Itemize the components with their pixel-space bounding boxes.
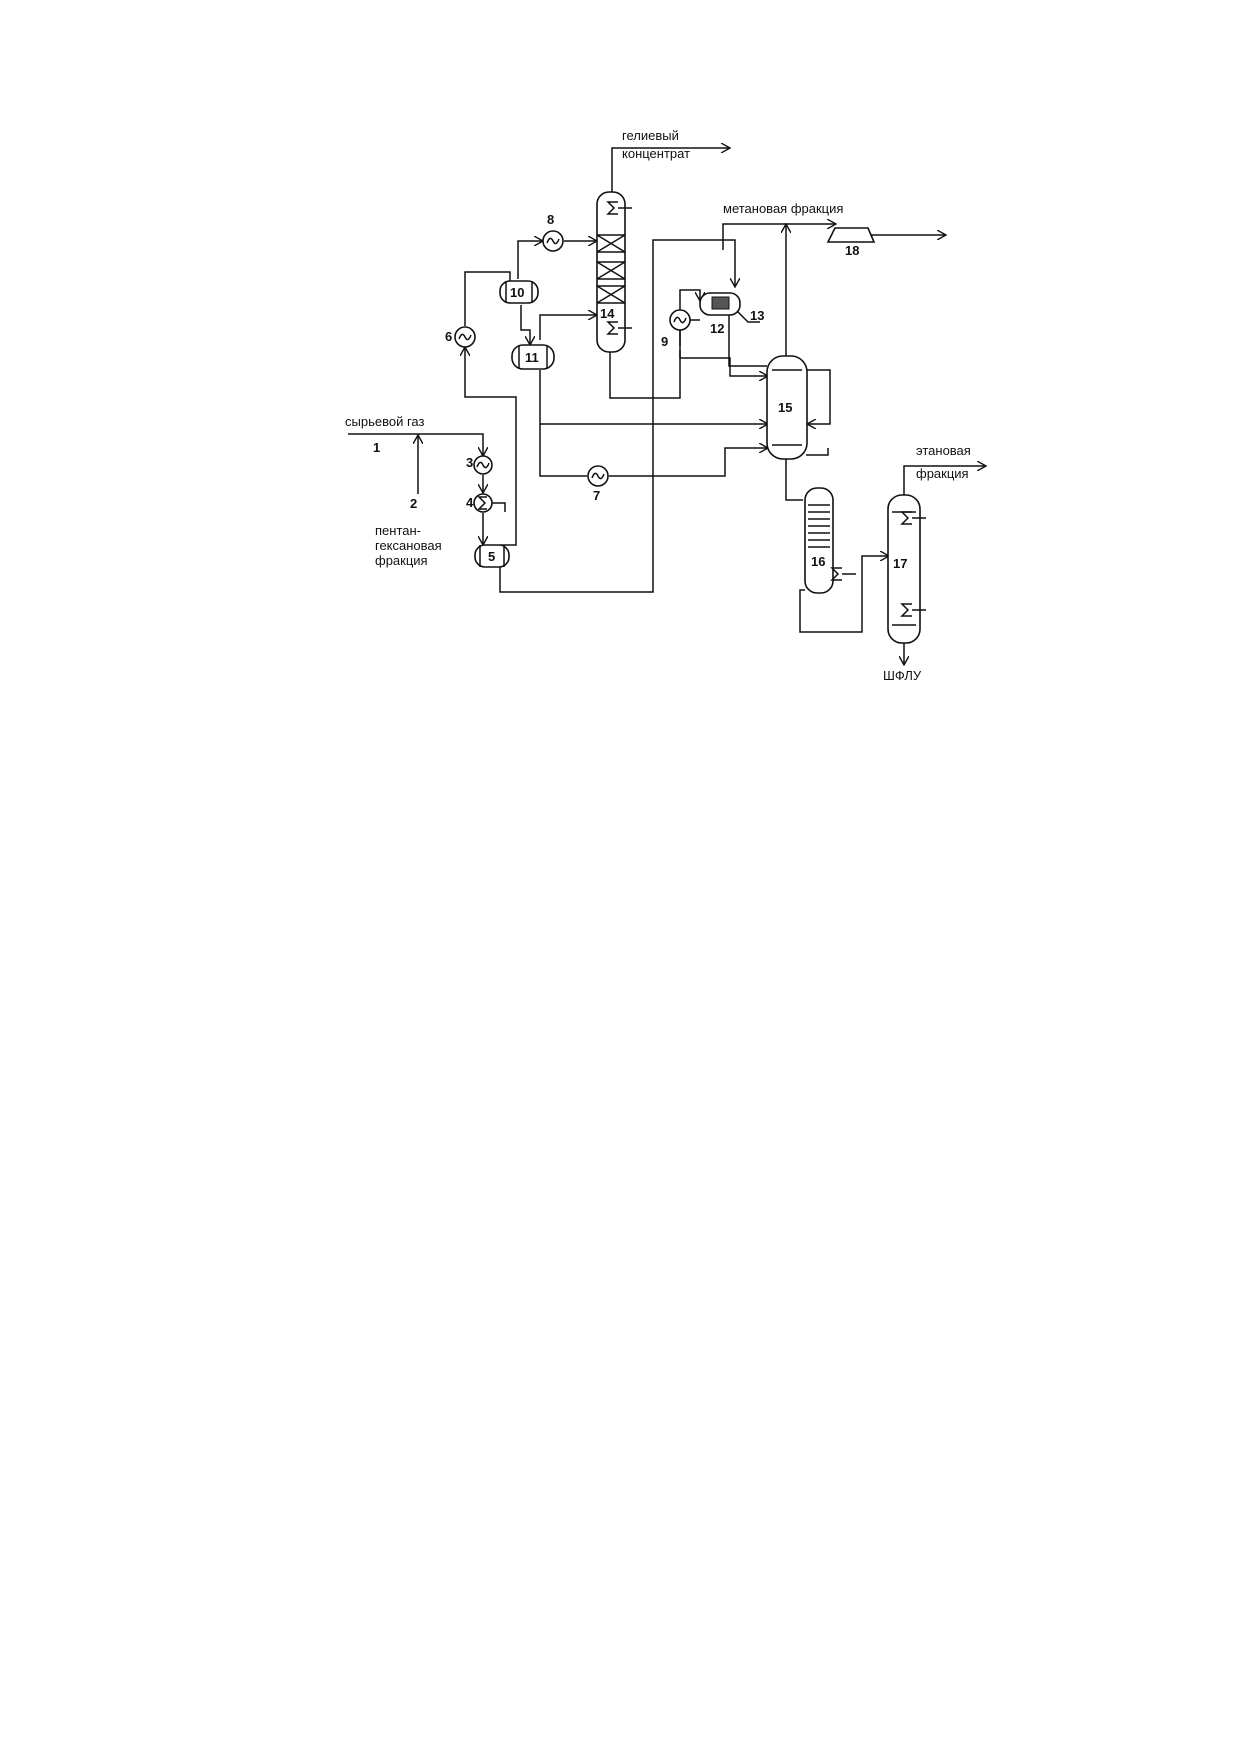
- helium-concentrate-line: [611, 148, 729, 192]
- line-6-10: [464, 271, 511, 326]
- number-3: 3: [466, 455, 473, 470]
- column-14-packing: [596, 234, 626, 304]
- exchanger-symbol: [458, 333, 472, 341]
- helium-label-line1: гелиевый: [622, 128, 679, 143]
- number-9: 9: [661, 334, 668, 349]
- line-16-bottom: [799, 580, 863, 633]
- methane-fraction-line: [722, 224, 835, 250]
- separator-10: [499, 280, 539, 304]
- number-5: 5: [488, 549, 495, 564]
- line-9-15: [679, 350, 767, 376]
- exchanger-symbol: [476, 461, 490, 469]
- ethane-fraction-line: [903, 466, 985, 500]
- number-1: 1: [373, 440, 380, 455]
- packing-13: [711, 296, 730, 310]
- stream-labels: сырьевой газ пентан- гексановая фракция …: [345, 128, 971, 683]
- number-8: 8: [547, 212, 554, 227]
- pentane-hexane-label-line3: фракция: [375, 553, 428, 568]
- equipment-numbers: 1 2 3 4 5 6 7 8 9 10 11 12 13 14 15 16 1…: [373, 212, 907, 571]
- line-11-7: [539, 424, 587, 477]
- methane-label: метановая фракция: [723, 201, 843, 216]
- number-4: 4: [466, 495, 474, 510]
- column-17: [887, 494, 921, 644]
- number-17: 17: [893, 556, 907, 571]
- reboiler-17: [900, 603, 926, 617]
- number-12: 12: [710, 321, 724, 336]
- number-18: 18: [845, 243, 859, 258]
- line-9-12: [679, 289, 700, 315]
- equipment: [454, 191, 926, 644]
- line-15-16: [785, 457, 803, 501]
- separator-11: [511, 344, 555, 370]
- line-10-11: [520, 305, 530, 344]
- reboiler-16: [830, 567, 856, 581]
- raw-gas-label: сырьевой газ: [345, 414, 424, 429]
- ethane-label-line2: фракция: [916, 466, 969, 481]
- line-12-15: [728, 312, 767, 367]
- line-13: [737, 311, 760, 323]
- exchanger-symbol: [591, 472, 605, 480]
- line-15-reflux: [806, 369, 831, 424]
- line-7-15: [609, 448, 767, 477]
- compressor-18: [826, 227, 876, 243]
- column-15: [766, 355, 808, 460]
- exchanger-symbol: [673, 316, 687, 324]
- condenser-14: [606, 201, 632, 215]
- reboiler-14: [606, 321, 632, 335]
- exchanger-symbol: [546, 237, 560, 245]
- line-5-bottom: [499, 239, 735, 593]
- number-11: 11: [525, 350, 539, 365]
- separator-5: [474, 544, 510, 568]
- number-14: 14: [600, 306, 615, 321]
- pentane-hexane-label-line1: пентан-: [375, 523, 421, 538]
- pipelines: [348, 148, 985, 664]
- condenser-17: [900, 511, 926, 525]
- column-16-trays: [808, 504, 830, 548]
- line-16-17: [861, 556, 888, 580]
- line-16-loop: [806, 448, 829, 456]
- line-10-8: [517, 241, 542, 279]
- number-10: 10: [510, 285, 524, 300]
- number-13: 13: [750, 308, 764, 323]
- number-6: 6: [445, 329, 452, 344]
- number-2: 2: [410, 496, 417, 511]
- helium-label-line2: концентрат: [622, 146, 690, 161]
- number-15: 15: [778, 400, 792, 415]
- raw-gas-feed-line: [348, 433, 483, 455]
- cooler-4-coolant: [492, 502, 506, 512]
- pentane-hexane-label-line2: гексановая: [375, 538, 442, 553]
- cooler-symbol: [477, 496, 487, 510]
- number-7: 7: [593, 488, 600, 503]
- column-14: [596, 191, 626, 353]
- number-16: 16: [811, 554, 825, 569]
- ethane-label-line1: этановая: [916, 443, 971, 458]
- line-5-6-10: [465, 348, 517, 546]
- line-11-14: [539, 315, 596, 340]
- ngl-label: ШФЛУ: [883, 668, 922, 683]
